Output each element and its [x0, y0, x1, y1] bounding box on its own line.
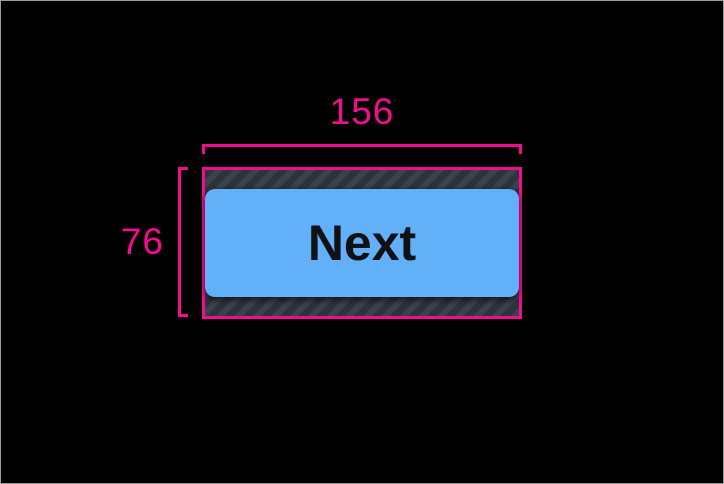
width-measurement-bracket [202, 144, 522, 154]
height-measurement-bracket [178, 167, 188, 317]
next-button-label: Next [307, 215, 417, 271]
width-dimension-label: 156 [329, 91, 395, 132]
height-dimension-label: 76 [120, 221, 164, 262]
measured-widget-outline: Next [202, 167, 522, 319]
next-button[interactable]: Next [205, 189, 519, 297]
